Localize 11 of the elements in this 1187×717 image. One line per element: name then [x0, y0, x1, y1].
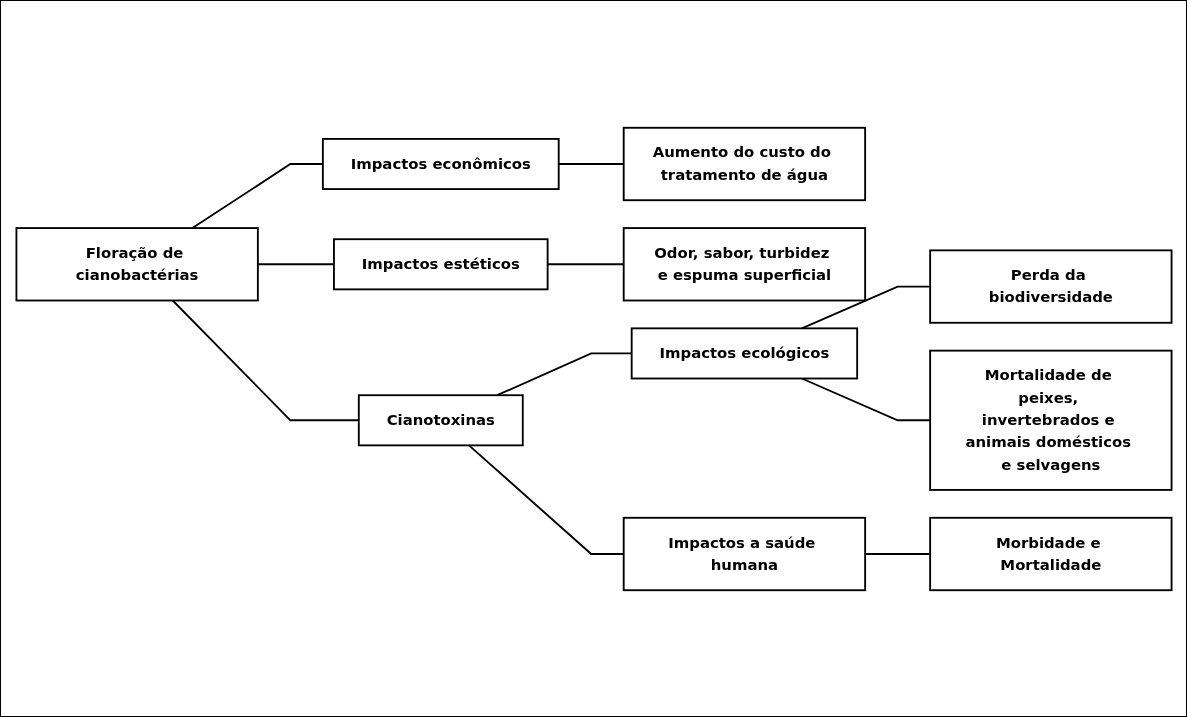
node-box: Aumento do custo do tratamento de água — [622, 126, 866, 201]
node-box: Perda da biodiversidade — [928, 248, 1172, 324]
node-box: Morbidade e Mortalidade — [928, 516, 1172, 591]
node-box: Cianotoxinas — [357, 393, 524, 446]
node-box: Impactos estéticos — [332, 237, 549, 290]
node-box: Impactos econômicos — [321, 137, 560, 190]
node-box: Odor, sabor, turbidez e espuma superficial — [622, 226, 866, 301]
node-box: Impactos a saúde humana — [622, 516, 866, 591]
node-box: Mortalidade de peixes, invertebrados e animais domésticos e selvagens — [928, 349, 1172, 491]
node-box: Floração de cianobactérias — [15, 226, 259, 301]
node-box: Impactos ecológicos — [630, 326, 858, 379]
